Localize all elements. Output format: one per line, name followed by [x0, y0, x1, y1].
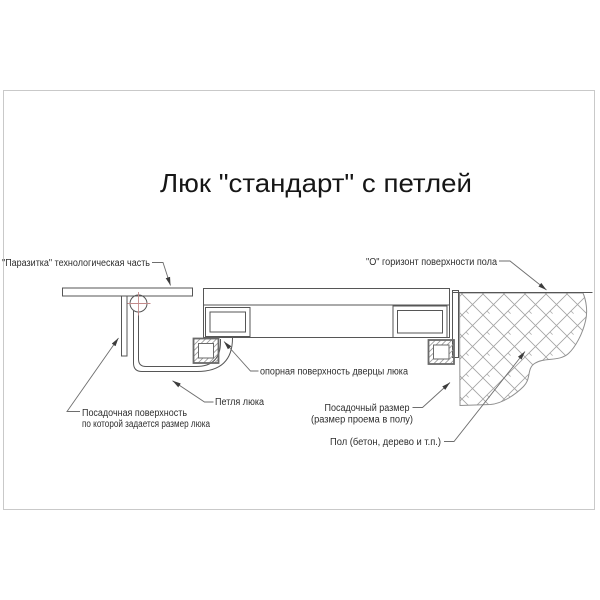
leader-floor-horizon: [499, 260, 547, 291]
leader-seating-size: [412, 382, 451, 408]
label-seating-surface-line1: Посадочная поверхность: [82, 408, 187, 419]
label-door-support: опорная поверхность дверцы люка: [260, 367, 408, 378]
label-hinge: Петля люка: [215, 397, 264, 408]
label-seating-size-line2: (размер проема в полу): [311, 415, 413, 426]
door-frame-band: [203, 304, 450, 338]
label-seating-surface-line2: по которой задается размер люка: [82, 419, 210, 430]
leader-parasitka: [152, 262, 171, 286]
label-seating-size-line1: Посадочный размер: [325, 403, 410, 414]
frame-left-wall: [121, 295, 128, 357]
frame-right-angle-tube: [427, 339, 455, 365]
door-left-tube: [205, 307, 251, 337]
label-parasitka: "Паразитка" технологическая часть: [2, 258, 150, 269]
hinge-strap-outer: [133, 311, 233, 372]
leader-door-support: [223, 341, 259, 372]
leader-hinge: [172, 380, 214, 403]
label-floor-horizon: "О" горизонт поверхности пола: [366, 257, 497, 268]
frame-left-angle-tube: [192, 337, 220, 364]
label-floor-material: Пол (бетон, дерево и т.п.): [330, 436, 441, 448]
frame-right-wall: [452, 290, 459, 358]
leader-seating-surface: [66, 337, 119, 412]
center-mark-icon: [127, 292, 151, 316]
door-right-tube: [392, 305, 448, 338]
leader-floor-material: [444, 351, 526, 442]
floor-section: [458, 292, 588, 407]
diagram-title: Люк "стандарт" с петлей: [160, 168, 472, 198]
